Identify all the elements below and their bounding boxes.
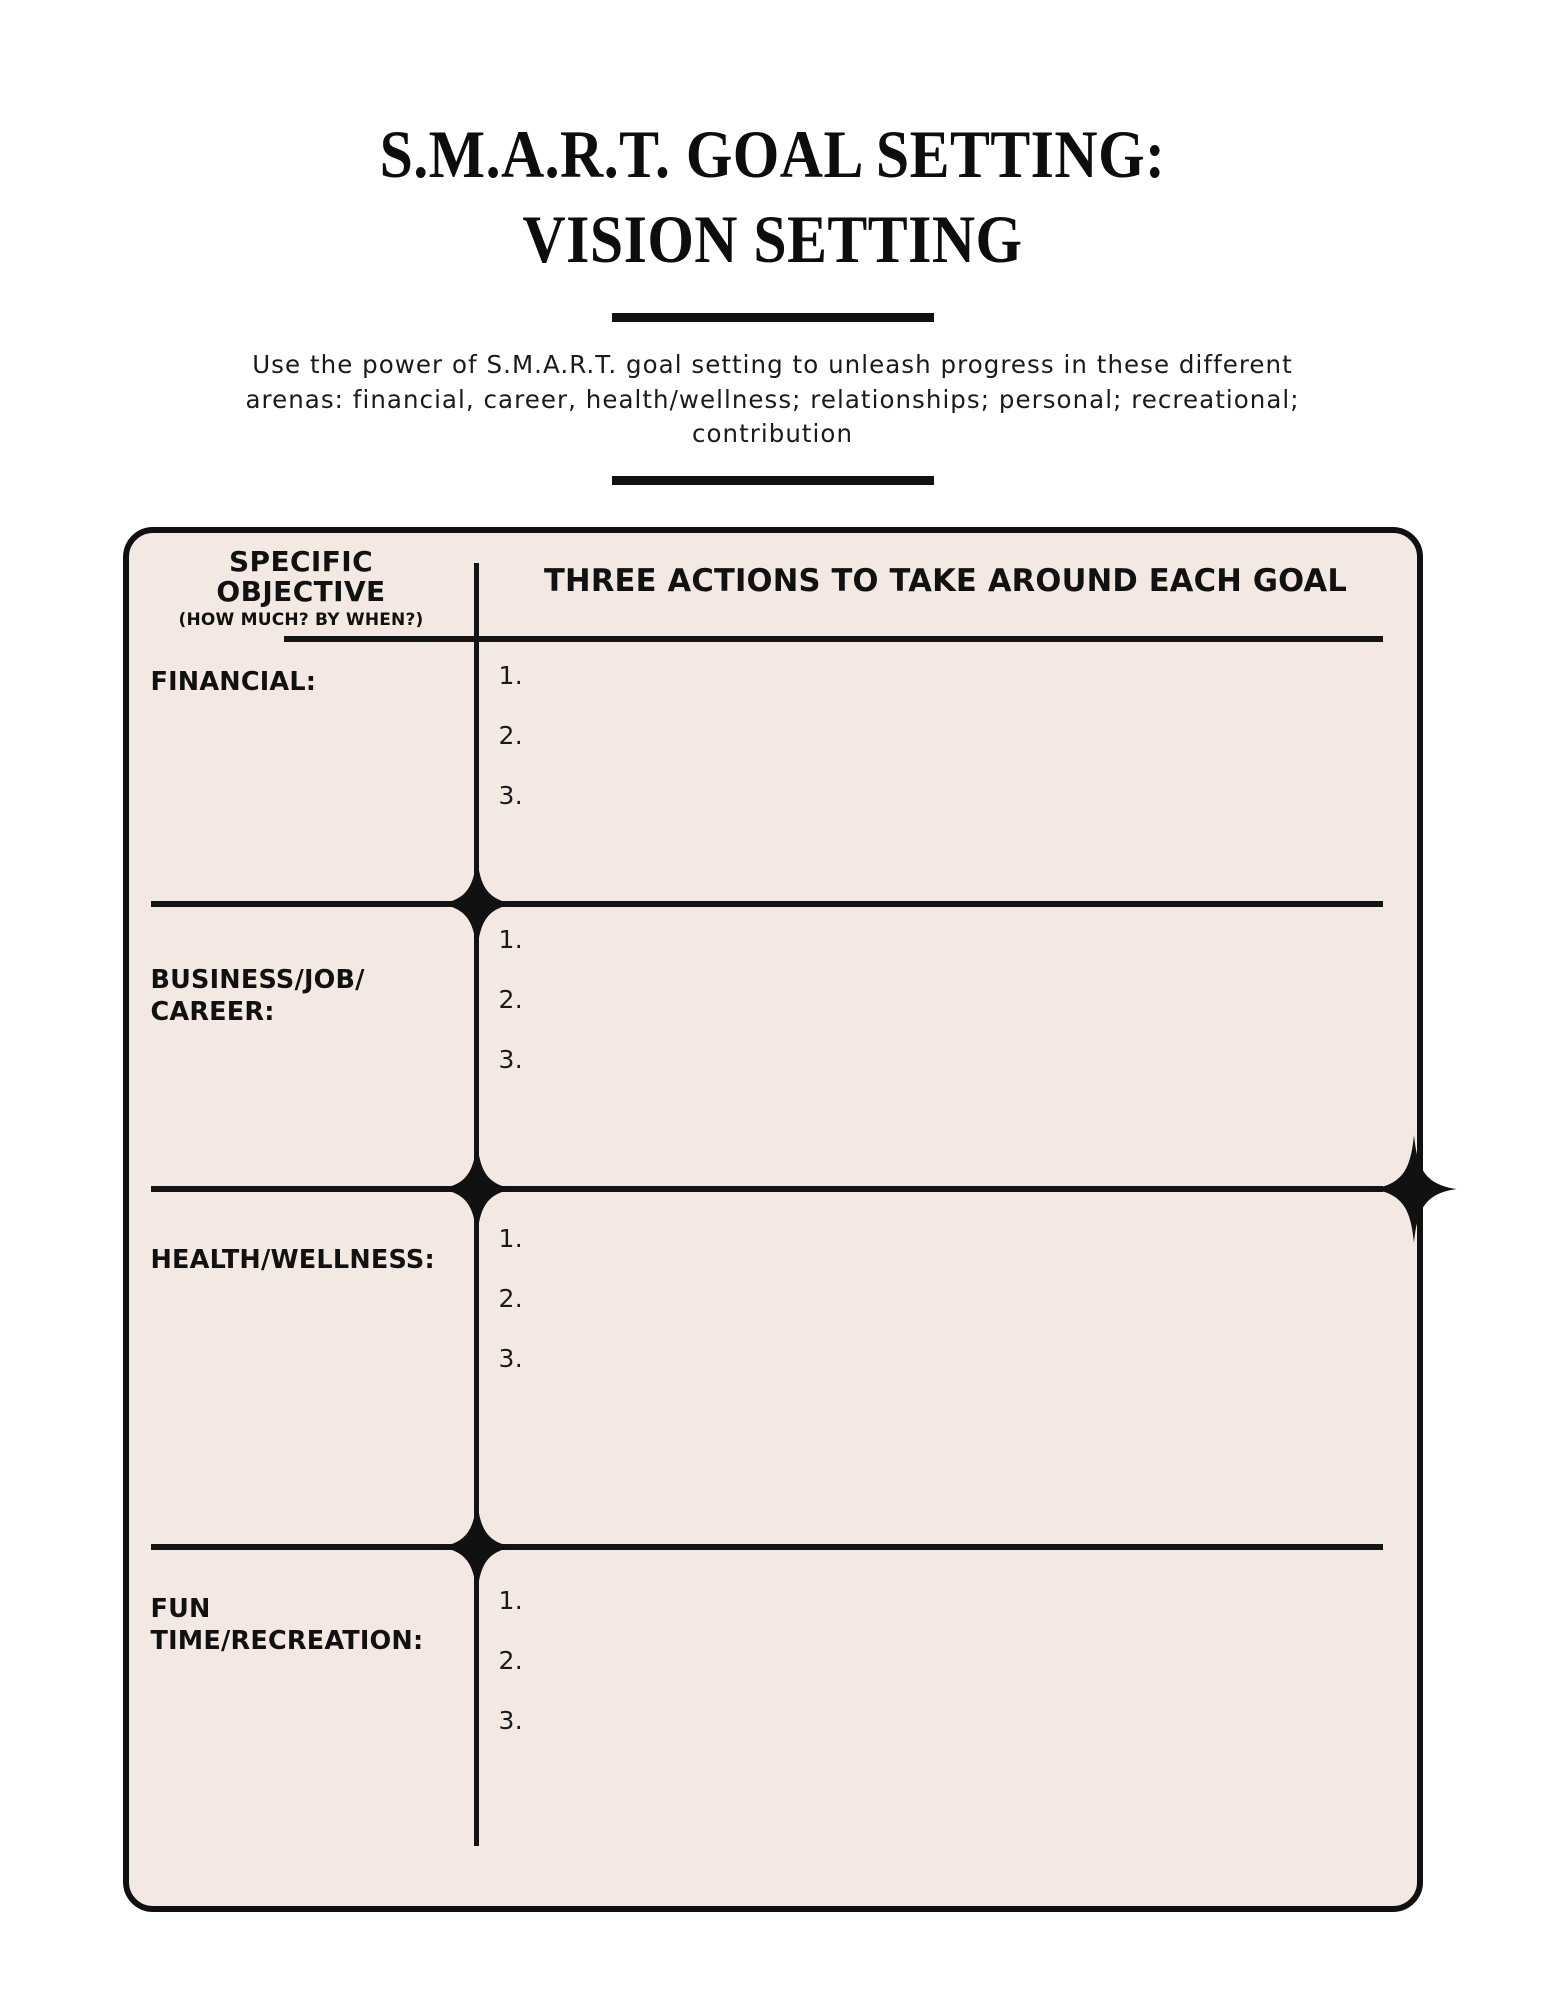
row-label-line-1: FUN bbox=[150, 1594, 211, 1625]
page-header: S.M.A.R.T. GOAL SETTING: VISION SETTING … bbox=[0, 0, 1545, 486]
row-actions-business-job-career: 1. 2. 3. bbox=[499, 925, 523, 1074]
row-actions-fun-time-recreation: 1. 2. 3. bbox=[499, 1586, 523, 1735]
worksheet-card-wrapper: SPECIFIC OBJECTIVE (HOW MUCH? BY WHEN?) … bbox=[122, 527, 1457, 1913]
action-input-line[interactable]: 1. bbox=[498, 661, 523, 691]
page-title-line-1: S.M.A.R.T. GOAL SETTING: bbox=[379, 116, 1166, 192]
action-input-line[interactable]: 1. bbox=[498, 925, 523, 955]
worksheet-card: SPECIFIC OBJECTIVE (HOW MUCH? BY WHEN?) … bbox=[122, 527, 1457, 1913]
action-input-line[interactable]: 2. bbox=[498, 1646, 523, 1676]
row-label-line-2: TIME/RECREATION: bbox=[150, 1625, 424, 1656]
action-input-line[interactable]: 1. bbox=[498, 1224, 523, 1254]
action-input-line[interactable]: 2. bbox=[498, 985, 523, 1015]
action-input-line[interactable]: 2. bbox=[498, 1284, 523, 1314]
row-label-business-job-career: BUSINESS/JOB/ CAREER: bbox=[151, 965, 476, 1028]
row-divider-3 bbox=[150, 1544, 1383, 1551]
row-label-line-1: FINANCIAL: bbox=[150, 667, 317, 698]
column-header-three-actions: THREE ACTIONS TO TAKE AROUND EACH GOAL bbox=[543, 563, 1347, 600]
action-input-line[interactable]: 2. bbox=[498, 721, 523, 751]
action-input-line[interactable]: 1. bbox=[498, 1586, 523, 1616]
row-label-line-2: CAREER: bbox=[150, 996, 275, 1027]
table-header-row: SPECIFIC OBJECTIVE (HOW MUCH? BY WHEN?) … bbox=[129, 547, 1417, 637]
row-label-line-1: HEALTH/WELLNESS: bbox=[150, 1245, 435, 1276]
column-header-line-1: SPECIFIC bbox=[228, 545, 374, 579]
action-input-line[interactable]: 3. bbox=[498, 1344, 523, 1374]
row-actions-financial: 1. 2. 3. bbox=[499, 661, 523, 810]
row-divider-1 bbox=[150, 901, 1383, 908]
column-header-line-3: (HOW MUCH? BY WHEN?) bbox=[178, 609, 424, 630]
row-label-fun-time-recreation: FUN TIME/RECREATION: bbox=[151, 1594, 476, 1657]
table-row: BUSINESS/JOB/ CAREER: 1. 2. 3. bbox=[129, 907, 1417, 1186]
divider-bottom bbox=[611, 476, 934, 486]
page-title-line-2: VISION SETTING bbox=[522, 201, 1023, 278]
divider-top bbox=[611, 312, 934, 322]
row-label-line-1: BUSINESS/JOB/ bbox=[150, 965, 365, 996]
row-label-financial: FINANCIAL: bbox=[151, 667, 476, 699]
page-subtitle: Use the power of S.M.A.R.T. goal setting… bbox=[245, 349, 1300, 449]
row-divider-2 bbox=[150, 1186, 1383, 1193]
row-actions-health-wellness: 1. 2. 3. bbox=[499, 1224, 523, 1373]
row-label-health-wellness: HEALTH/WELLNESS: bbox=[151, 1245, 476, 1277]
action-input-line[interactable]: 3. bbox=[498, 781, 523, 811]
table-row: HEALTH/WELLNESS: 1. 2. 3. bbox=[129, 1192, 1417, 1544]
action-input-line[interactable]: 3. bbox=[498, 1706, 523, 1736]
column-header-specific-objective: SPECIFIC OBJECTIVE (HOW MUCH? BY WHEN?) bbox=[129, 547, 474, 632]
header-underline bbox=[283, 636, 1383, 643]
action-input-line[interactable]: 3. bbox=[498, 1045, 523, 1075]
table-row: FINANCIAL: 1. 2. 3. bbox=[129, 643, 1417, 901]
column-header-line-2: OBJECTIVE bbox=[216, 574, 386, 608]
table-row: FUN TIME/RECREATION: 1. 2. 3. bbox=[129, 1550, 1417, 1918]
